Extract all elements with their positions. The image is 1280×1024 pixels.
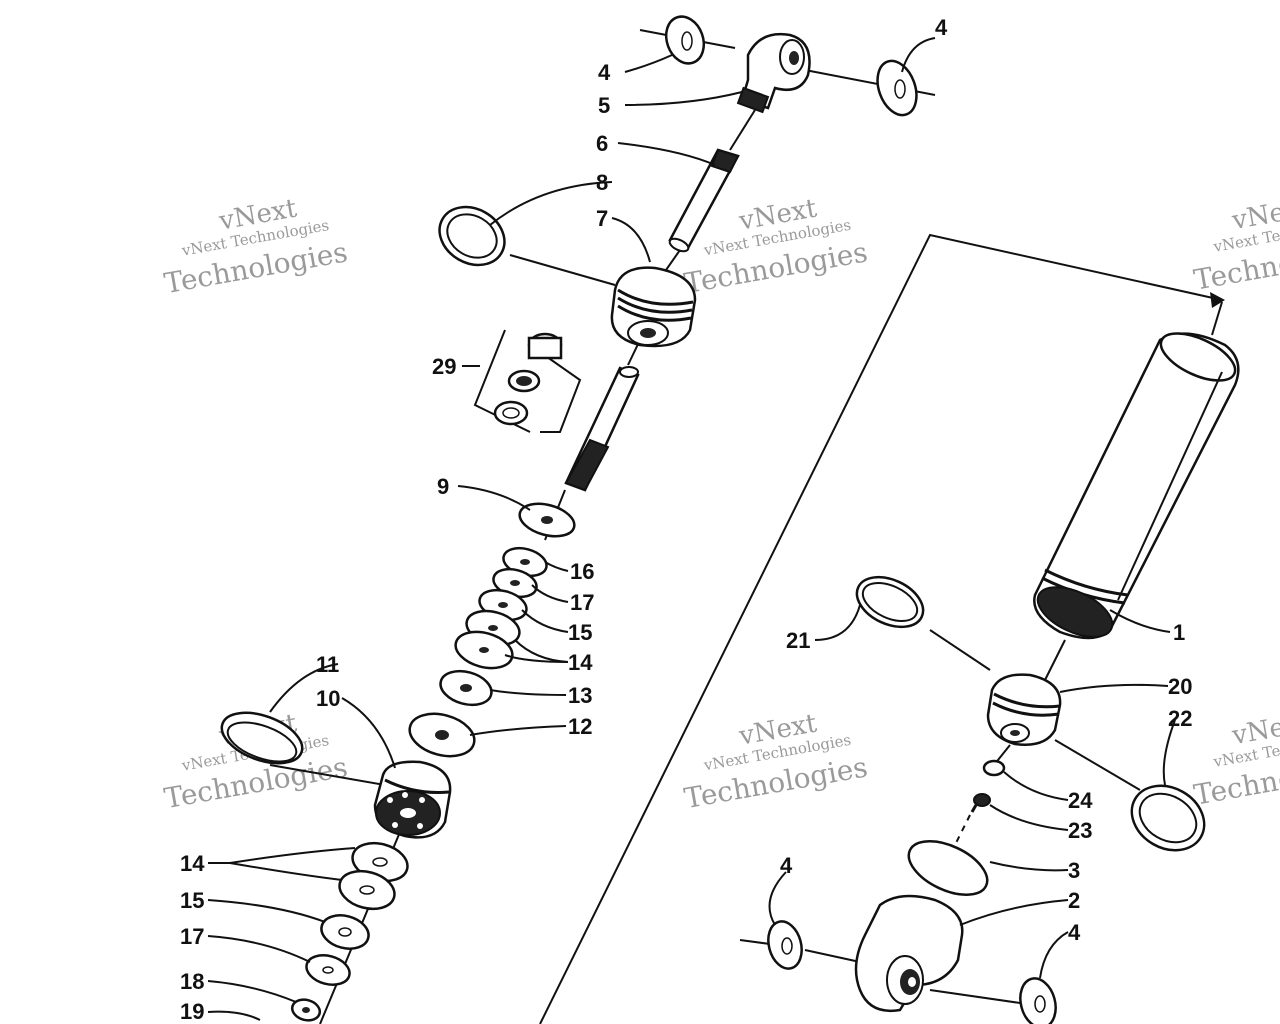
callout-14: 14	[568, 650, 593, 675]
rod-guide-7	[610, 266, 697, 348]
screw-23	[970, 793, 991, 813]
washer-4-top-left	[664, 15, 706, 65]
callout-4: 4	[935, 15, 948, 40]
callout-6: 6	[596, 131, 608, 156]
callout-7: 7	[596, 206, 608, 231]
washer-4-bottom-left	[767, 920, 803, 970]
callout-14: 14	[180, 851, 205, 876]
piston-10	[373, 760, 452, 839]
callout-16: 16	[570, 559, 594, 584]
watermark-group: vNext vNext Technologies Technologies	[162, 193, 350, 300]
washer-4-bottom-right	[1019, 977, 1057, 1024]
callout-1: 1	[1173, 620, 1185, 645]
washer-13	[439, 669, 493, 707]
callout-4: 4	[598, 60, 611, 85]
callout-8: 8	[596, 170, 608, 195]
seal-22	[1130, 784, 1206, 852]
callout-4: 4	[780, 853, 793, 878]
callout-15: 15	[568, 620, 592, 645]
piston-rod-6	[668, 148, 740, 253]
callout-17: 17	[180, 924, 204, 949]
washer-14-bottom-lower	[338, 869, 396, 911]
watermark-group: vNext vNext Technologies Technologies	[682, 708, 870, 815]
center-lines	[269, 29, 1141, 1024]
o-ring-24	[982, 759, 1006, 777]
callout-11: 11	[316, 652, 339, 677]
washer-12	[408, 712, 476, 758]
leader-lines	[207, 37, 1176, 1021]
watermark-group: vNext vNext Technologies Technologies	[1191, 708, 1280, 812]
callout-3: 3	[1068, 858, 1080, 883]
assembly-bracket	[539, 233, 1225, 1024]
snap-ring-21	[855, 575, 925, 629]
seal-8	[438, 205, 506, 267]
callout-23: 23	[1068, 818, 1092, 843]
watermark-group: vNext vNext Technologies Technologies	[682, 193, 870, 300]
callout-20: 20	[1168, 674, 1192, 699]
callout-2: 2	[1068, 888, 1080, 913]
callout-10: 10	[316, 686, 340, 711]
callout-15: 15	[180, 888, 204, 913]
washer-17-bottom	[305, 954, 351, 986]
cylinder-tube-1	[1033, 332, 1240, 640]
bushing-set-29	[473, 329, 582, 433]
callout-9: 9	[437, 474, 449, 499]
washer-18	[290, 998, 322, 1022]
piston-shaft	[564, 366, 640, 492]
callout-18: 18	[180, 969, 204, 994]
callout-13: 13	[568, 683, 592, 708]
callout-19: 19	[180, 999, 204, 1024]
callout-21: 21	[786, 628, 810, 653]
washer-9	[518, 502, 576, 538]
piston-ring-11	[220, 711, 304, 765]
callout-labels: 1 2 3 4 4 4 4 5 6 7 8 9 10 11 12 13 14 1…	[180, 15, 1192, 1024]
callout-12: 12	[568, 714, 592, 739]
end-cap-20	[986, 673, 1062, 746]
bottom-eye-2	[854, 894, 964, 1013]
watermark-group: vNext vNext Technologies Technologies	[1191, 193, 1280, 297]
washer-4-top-right	[876, 59, 918, 117]
callout-24: 24	[1068, 788, 1093, 813]
rod-end-eye-5	[736, 32, 811, 114]
callout-22: 22	[1168, 706, 1192, 731]
callout-29: 29	[432, 354, 456, 379]
o-ring-3	[907, 840, 989, 896]
washer-15-bottom	[320, 914, 370, 950]
callout-4: 4	[1068, 920, 1081, 945]
callout-17: 17	[570, 590, 594, 615]
callout-5: 5	[598, 93, 610, 118]
